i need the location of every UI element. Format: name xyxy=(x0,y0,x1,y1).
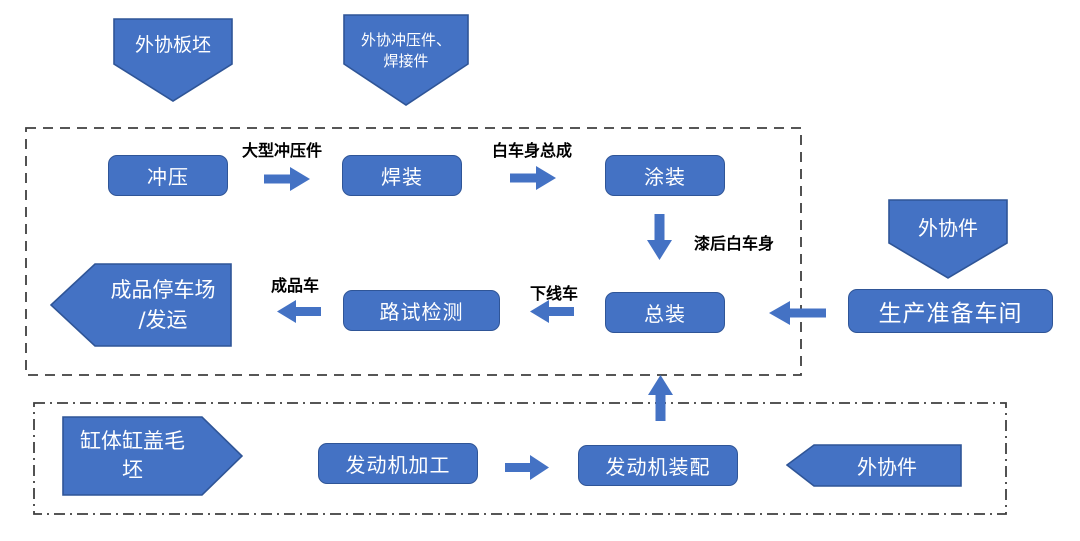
arrow-right-machining-to-engine-assembly-icon xyxy=(505,455,549,480)
painting-label: 涂装 xyxy=(644,165,686,189)
welding-label: 焊装 xyxy=(381,165,423,189)
outsourced-parts-engine-pentagon: 外协件 xyxy=(786,444,962,487)
outsourced-parts-main-label: 外协件 xyxy=(918,215,978,240)
arrow-right-stamping-to-welding-icon xyxy=(264,167,310,191)
outsourced-slab-pentagon: 外协板坯 xyxy=(113,18,233,102)
engine-plant-dashdot-boundary xyxy=(33,402,1007,515)
arrow-left-roadtest-to-lot-icon xyxy=(277,300,321,323)
final-assembly-label: 总装 xyxy=(644,302,686,326)
arrow-down-painting-to-assembly-icon xyxy=(647,214,672,260)
production-prep-label: 生产准备车间 xyxy=(878,301,1023,327)
biw-assembly-flow-label: 白车身总成 xyxy=(491,141,572,160)
offline-vehicle-flow-label: 下线车 xyxy=(529,284,578,303)
outsourced-slab-label: 外协板坯 xyxy=(134,33,211,56)
finished-lot-label: 成品停车场 /发运 xyxy=(110,278,216,332)
production-prep-box: 生产准备车间 xyxy=(848,289,1053,333)
cylinder-blank-label: 缸体缸盖毛 坯 xyxy=(80,429,185,482)
engine-machining-label: 发动机加工 xyxy=(345,453,451,477)
arrow-left-assembly-to-roadtest-icon xyxy=(530,300,574,323)
arrow-right-welding-to-painting-icon xyxy=(510,166,556,190)
arrow-left-prep-to-assembly-icon xyxy=(769,301,826,325)
road-test-box: 路试检测 xyxy=(343,290,500,331)
arrow-up-engine-to-assembly-icon xyxy=(648,375,673,421)
welding-box: 焊装 xyxy=(342,155,462,196)
finished-lot-pentagon: 成品停车场 /发运 xyxy=(50,263,232,347)
stamping-box: 冲压 xyxy=(108,155,228,196)
painting-box: 涂装 xyxy=(605,155,725,196)
painted-biw-flow-label: 漆后白车身 xyxy=(694,234,775,253)
outsourced-parts-main-pentagon: 外协件 xyxy=(888,199,1008,279)
final-assembly-box: 总装 xyxy=(605,292,725,333)
engine-assembly-box: 发动机装配 xyxy=(578,445,738,486)
engine-machining-box: 发动机加工 xyxy=(318,443,478,484)
outsourced-stamping-welding-label: 外协冲压件、 焊接件 xyxy=(360,31,451,70)
large-stampings-flow-label: 大型冲压件 xyxy=(241,141,322,160)
stamping-label: 冲压 xyxy=(147,165,189,189)
outsourced-parts-engine-label: 外协件 xyxy=(857,455,917,479)
finished-vehicle-flow-label: 成品车 xyxy=(270,276,319,295)
engine-assembly-label: 发动机装配 xyxy=(605,455,711,479)
road-test-label: 路试检测 xyxy=(379,300,464,324)
cylinder-blank-pentagon: 缸体缸盖毛 坯 xyxy=(62,416,243,496)
outsourced-stamping-welding-pentagon: 外协冲压件、 焊接件 xyxy=(343,14,469,106)
